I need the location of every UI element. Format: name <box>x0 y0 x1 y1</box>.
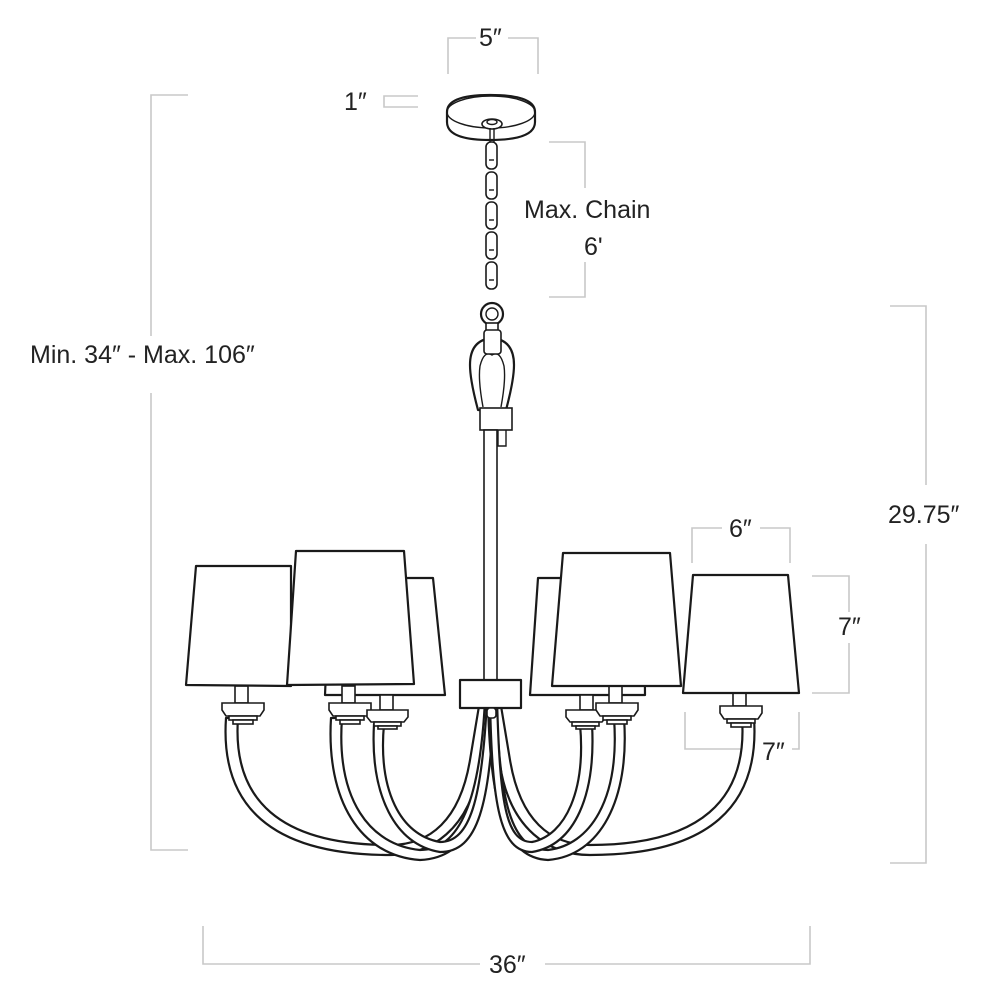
canopy-width-label: 5″ <box>479 24 502 52</box>
overall-height-bracket <box>150 94 188 851</box>
max-chain-value-label: 6' <box>584 233 603 261</box>
shade-far-right <box>681 573 801 695</box>
chain-length-bracket <box>549 141 586 298</box>
shade-right-front <box>550 551 683 688</box>
overall-width-bracket <box>202 926 811 965</box>
arms <box>224 698 756 862</box>
chain <box>485 128 498 290</box>
center-stem <box>483 429 498 681</box>
fixture-height-bracket <box>890 305 927 864</box>
overall-width-label: 36″ <box>489 951 526 979</box>
canopy-width-bracket <box>447 37 539 74</box>
center-hub <box>458 678 523 719</box>
cups <box>221 685 763 730</box>
shade-top-width-label: 6″ <box>729 515 752 543</box>
dimension-lines <box>150 37 927 965</box>
shade-left-front <box>285 549 416 687</box>
shade-height-bracket <box>812 575 850 694</box>
shade-bottom-width-label: 7″ <box>762 738 785 766</box>
loop-hook <box>468 301 516 447</box>
shade-top-width-bracket <box>691 527 791 563</box>
max-chain-title-label: Max. Chain <box>524 196 651 224</box>
canopy-height-label: 1″ <box>344 88 367 116</box>
fixture-height-label: 29.75″ <box>888 501 960 529</box>
front-shades <box>184 549 801 695</box>
shade-bottom-width-bracket <box>684 712 800 750</box>
shade-height-label: 7″ <box>838 613 861 641</box>
overall-height-label: Min. 34″ - Max. 106″ <box>30 341 255 369</box>
canopy <box>445 93 537 142</box>
shade-far-left <box>184 564 293 688</box>
canopy-height-bracket <box>383 95 418 108</box>
